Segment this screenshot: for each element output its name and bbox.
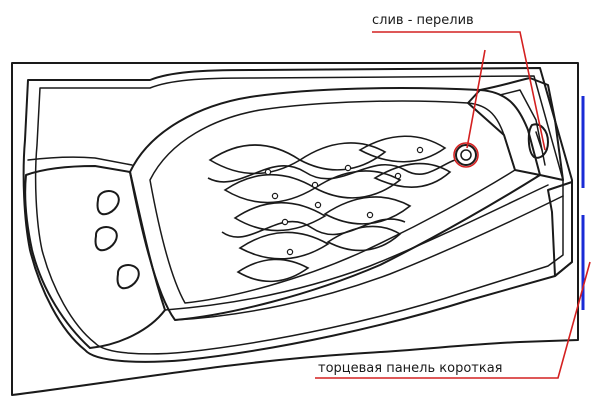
wave-line <box>207 159 456 183</box>
pattern-dot <box>314 201 322 209</box>
drain-overflow-leader <box>372 31 546 151</box>
pattern-dot <box>281 218 289 226</box>
pattern-dot <box>311 181 319 189</box>
pattern-dot <box>394 172 402 180</box>
fish-shape <box>323 196 412 225</box>
tub-rim-inner <box>34 75 564 355</box>
drain-overflow-icon <box>455 144 477 166</box>
drain-overflow-leader-branch <box>466 49 486 149</box>
label-end-panel-short: торцевая панель короткая <box>318 361 503 376</box>
basin-outer-wall <box>129 87 541 321</box>
tub-outer-frame <box>11 62 579 396</box>
pattern-dot <box>286 248 294 256</box>
fish-shape <box>298 142 387 171</box>
tub-skirt-line <box>164 184 549 311</box>
fish-shape <box>313 170 402 199</box>
overflow-fitting-icon <box>527 123 549 159</box>
basin-inner-wall <box>149 100 516 304</box>
fish-shape <box>236 258 310 283</box>
pattern-dot <box>416 146 424 154</box>
end-panel-leader <box>315 261 591 379</box>
head-panel <box>24 165 166 349</box>
massage-jet-icon <box>94 226 118 252</box>
massage-jet-icon <box>96 190 120 216</box>
fish-shape <box>238 231 330 260</box>
tub-rim-outer <box>22 67 573 363</box>
fish-shape <box>373 162 452 188</box>
wave-line <box>221 218 406 238</box>
label-drain-overflow: слив - перелив <box>372 13 474 28</box>
massage-jet-icon <box>116 264 140 290</box>
pattern-dot <box>344 164 352 172</box>
fish-shape <box>358 135 447 163</box>
foot-end-edge <box>499 89 546 166</box>
drain-highlight-ring <box>453 142 479 168</box>
wave-fish-pattern <box>207 135 456 283</box>
pattern-dot <box>366 211 374 219</box>
foot-end-block <box>467 77 564 181</box>
end-panel-outline <box>547 181 573 277</box>
fish-shape <box>208 144 302 175</box>
head-panel-top-edge <box>27 156 133 166</box>
pattern-dot <box>264 168 272 176</box>
fish-shape <box>233 201 327 232</box>
tub-skirt-line-lower <box>174 195 564 321</box>
pattern-dot <box>271 192 279 200</box>
